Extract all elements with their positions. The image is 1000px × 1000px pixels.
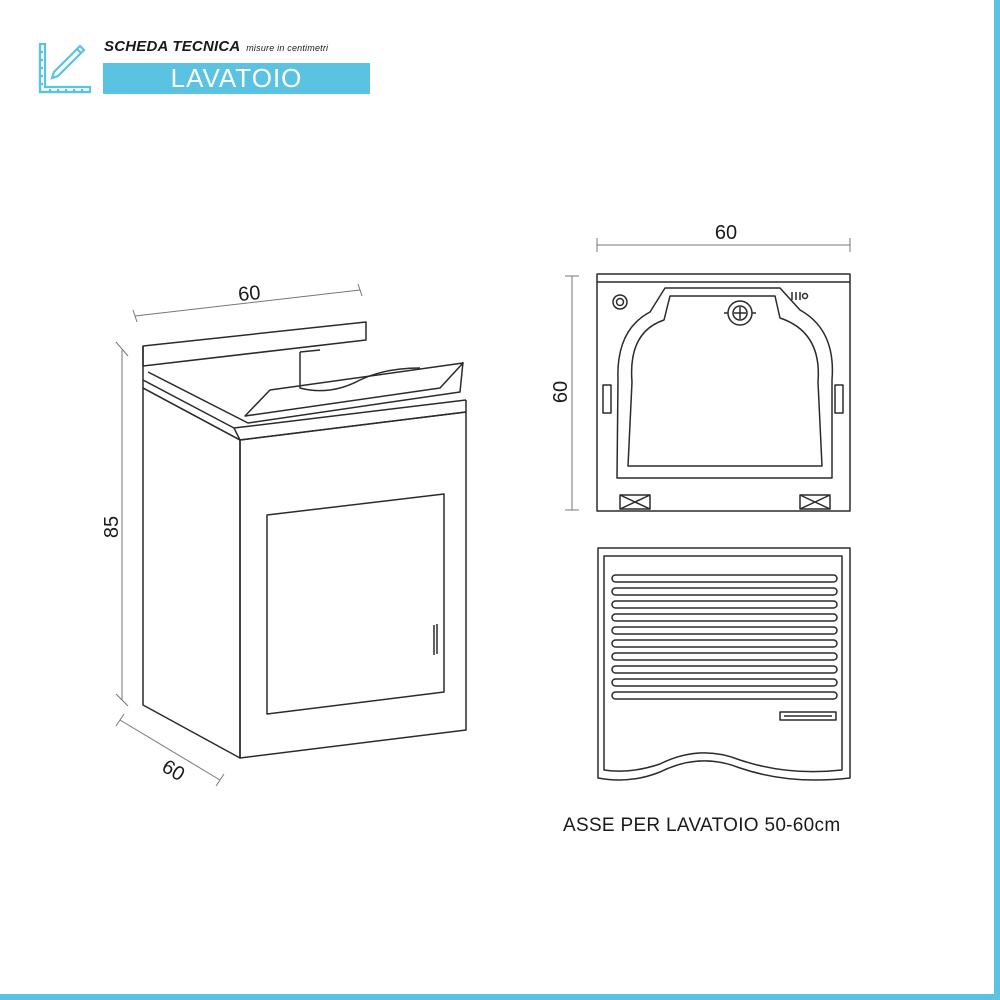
top-view-drawing bbox=[596, 273, 851, 512]
top-width-label: 60 bbox=[715, 222, 737, 244]
washboard-caption: ASSE PER LAVATOIO 50-60cm bbox=[563, 815, 841, 836]
top-depth-label: 60 bbox=[550, 381, 572, 403]
cabinet-drawing bbox=[142, 321, 467, 759]
cabinet-depth-label: 60 bbox=[158, 756, 188, 786]
header-title: SCHEDA TECNICA misure in centimetri bbox=[104, 38, 328, 55]
header-title-text: SCHEDA TECNICA bbox=[104, 38, 240, 55]
product-title-bar: LAVATOIO bbox=[103, 63, 370, 94]
cabinet-width-label: 60 bbox=[237, 282, 261, 306]
cabinet-height-label: 85 bbox=[101, 516, 123, 538]
washboard-drawing bbox=[597, 547, 851, 781]
header-subtitle: misure in centimetri bbox=[246, 43, 329, 53]
frame-bottom-border bbox=[0, 994, 1000, 1000]
ruler-pencil-icon bbox=[38, 42, 92, 94]
frame-right-border bbox=[994, 0, 1000, 1000]
